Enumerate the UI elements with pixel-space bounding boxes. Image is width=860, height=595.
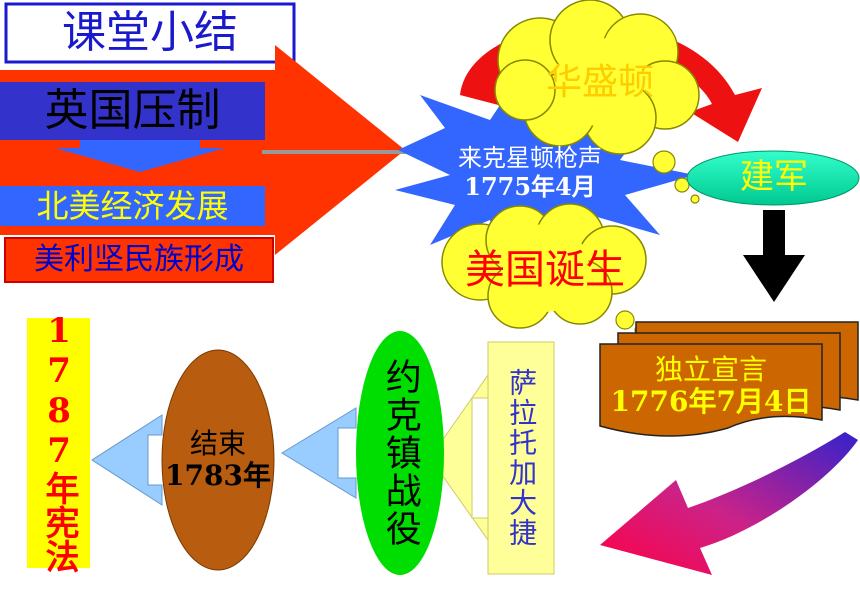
birth-cloud — [441, 203, 647, 329]
cause-nation-label: 美利坚民族形成 — [34, 241, 244, 277]
saratoga-box — [487, 341, 555, 575]
end-label: 结束 1783年 — [162, 410, 274, 510]
declaration-date: 1776年7月4日 — [610, 385, 812, 418]
constitution-label: 1787年宪法 — [39, 311, 80, 573]
lexington-date: 1775年4月 — [464, 172, 596, 201]
cause-oppression-label: 英国压制 — [44, 84, 221, 136]
yorktown-arrow — [281, 407, 357, 499]
end-year: 1783年 — [165, 459, 271, 492]
yorktown-label: 约克镇战役 — [379, 358, 421, 548]
title-box — [4, 2, 296, 64]
cause-box-nation — [4, 237, 274, 283]
end-name: 结束 — [189, 426, 246, 460]
page-title: 课堂小结 — [62, 6, 238, 58]
lexington-label: 来克星顿枪声 1775年4月 — [430, 138, 630, 208]
connector-line — [262, 150, 467, 154]
cause-economy-label: 北美经济发展 — [36, 186, 229, 225]
lexington-name: 来克星顿枪声 — [458, 144, 602, 173]
cause-box-oppression — [0, 82, 265, 140]
constitution-box — [27, 318, 90, 568]
saratoga-label: 萨拉托加大捷 — [505, 368, 539, 548]
declaration-label: 独立宣言 1776年7月4日 — [600, 348, 822, 424]
yorktown-oval — [356, 331, 444, 575]
curved-gradient-arrow — [600, 432, 858, 575]
down-arrow-black — [743, 210, 805, 302]
cause-down-arrow — [55, 140, 225, 172]
washington-cloud-bubbles — [652, 150, 700, 204]
washington-cloud — [494, 0, 700, 155]
saratoga-arrow — [429, 373, 489, 542]
declaration-stack — [599, 321, 859, 437]
washington-label: 华盛顿 — [545, 62, 654, 104]
declaration-name: 独立宣言 — [654, 352, 767, 386]
birth-label: 美国诞生 — [465, 247, 625, 293]
cause-box-economy — [0, 186, 265, 226]
end-oval — [161, 349, 275, 571]
lexington-burst — [395, 75, 695, 265]
army-label: 建军 — [740, 157, 808, 198]
army-oval — [686, 150, 860, 206]
end-arrow — [91, 414, 163, 506]
